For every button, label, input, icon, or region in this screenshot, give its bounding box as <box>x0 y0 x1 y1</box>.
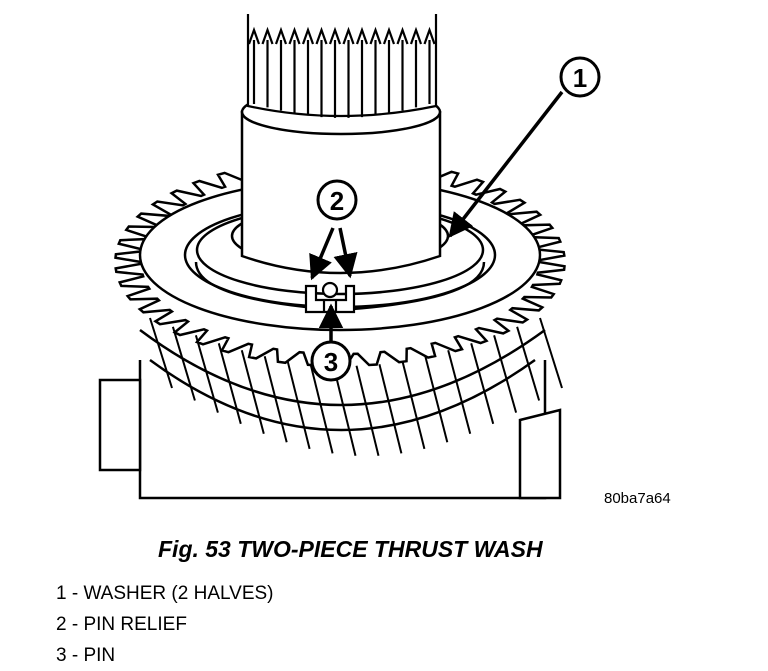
leader-arrows <box>309 90 564 342</box>
legend-item-pin: 3 - PIN <box>56 645 116 666</box>
callout-2: 2 <box>316 179 358 221</box>
splined-shaft <box>246 14 438 118</box>
callout-3: 3 <box>310 340 352 382</box>
figure-id: 80ba7a64 <box>604 490 671 507</box>
svg-text:1: 1 <box>573 63 587 93</box>
figure-caption: Fig. 53 TWO-PIECE THRUST WASH <box>158 536 543 562</box>
legend-item-pin-relief: 2 - PIN RELIEF <box>56 614 187 635</box>
legend: 1 - WASHER (2 HALVES) 2 - PIN RELIEF 3 -… <box>56 578 274 671</box>
callout-1: 1 <box>559 56 601 98</box>
legend-item-washer: 1 - WASHER (2 HALVES) <box>56 583 274 604</box>
svg-text:2: 2 <box>330 186 344 216</box>
thrust-washer-illustration: 1 2 3 <box>98 14 601 500</box>
svg-text:3: 3 <box>324 347 338 377</box>
pin <box>321 281 339 299</box>
